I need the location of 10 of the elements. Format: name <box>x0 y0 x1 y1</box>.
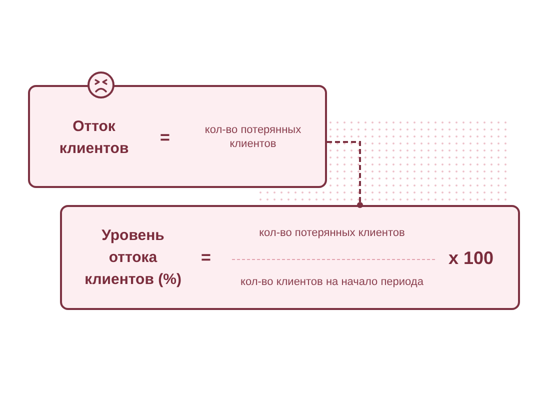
term-label: Уровень оттока клиентов (%) <box>84 226 182 290</box>
term-label: Отток клиентов <box>58 117 130 159</box>
equals-sign: = <box>201 248 211 268</box>
denominator-text: кол-во клиентов на начало периода <box>240 275 424 289</box>
numerator-text: кол-во потерянных клиентов <box>259 226 405 240</box>
formula-text: кол-во потерянных клиентов <box>204 123 302 151</box>
multiplier-text: x 100 <box>448 247 494 269</box>
formula-box <box>60 205 520 310</box>
connector-line <box>327 141 363 208</box>
equals-sign: = <box>160 128 170 148</box>
